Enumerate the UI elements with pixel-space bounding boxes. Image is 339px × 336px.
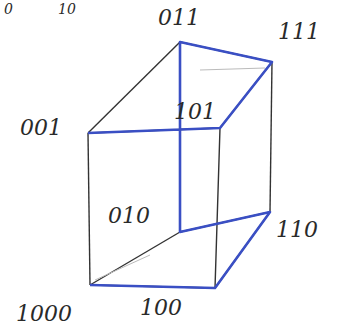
cube-edge [215, 128, 220, 288]
gray-code-path [88, 42, 272, 288]
vertex-label: 100 [140, 296, 182, 320]
vertex-label: 010 [108, 204, 150, 228]
vertex-label: 10 [58, 2, 76, 17]
cube-edge [88, 42, 180, 133]
vertex-label: 110 [276, 218, 318, 242]
vertex-label: 1000 [16, 302, 72, 326]
vertex-label: 011 [158, 6, 200, 30]
pencil-guide [95, 255, 150, 280]
vertex-label: 101 [174, 100, 216, 124]
cube-edge [270, 62, 272, 212]
vertex-label: 111 [278, 20, 320, 44]
cube-edge [90, 232, 180, 285]
pencil-guide [200, 68, 265, 70]
vertex-label: 001 [20, 116, 62, 140]
cube-edge [88, 133, 90, 285]
vertex-label: 0 [4, 2, 13, 17]
